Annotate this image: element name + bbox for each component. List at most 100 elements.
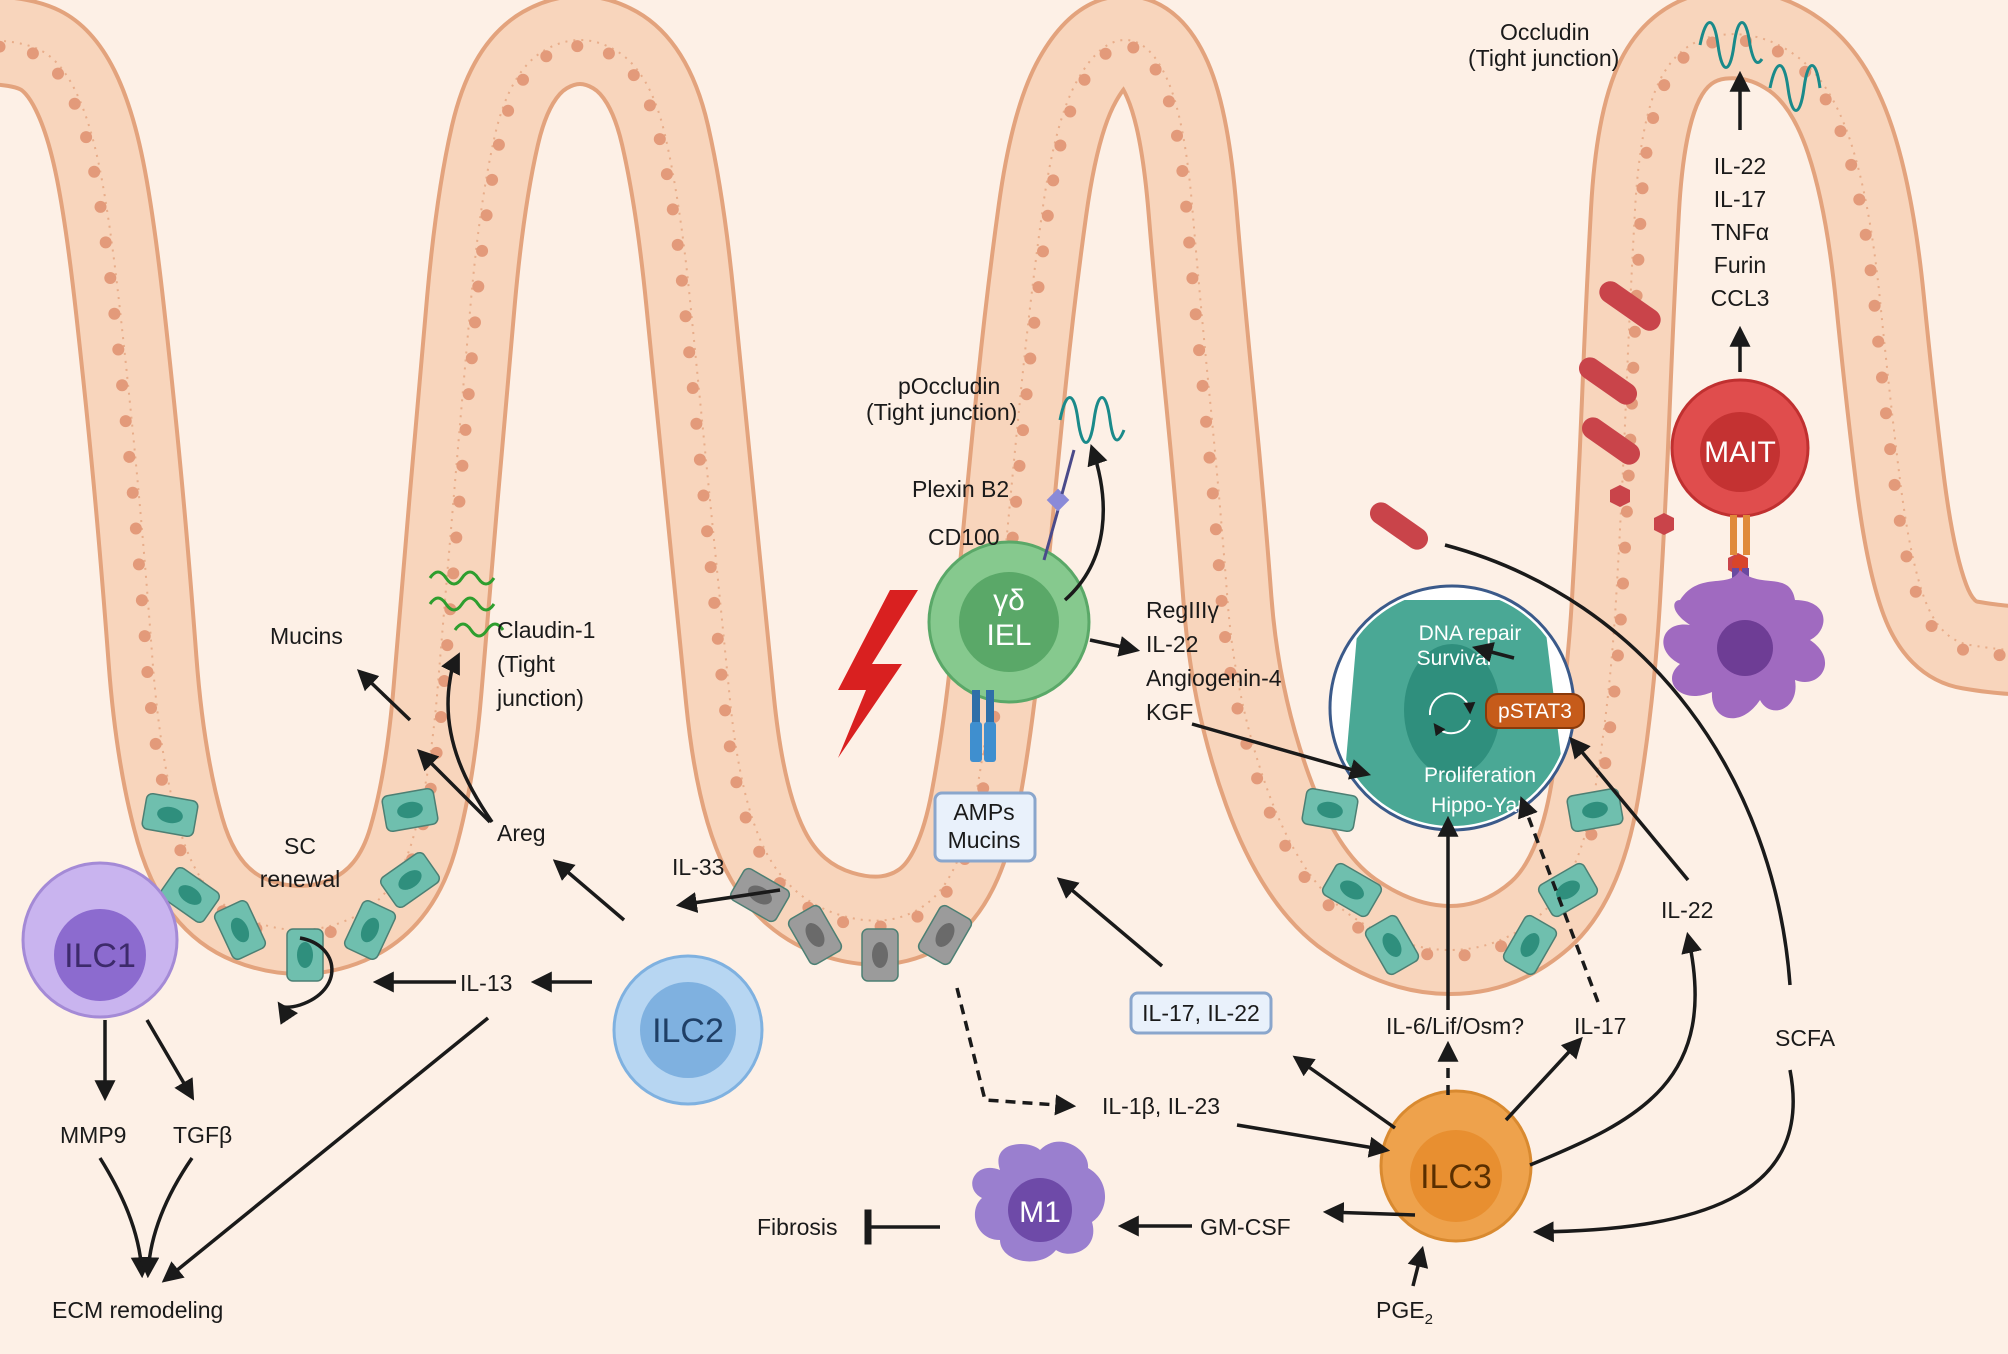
epithelial-nucleus: [660, 168, 673, 181]
epithelial-nucleus: [324, 926, 337, 938]
iel-cell: γδ IEL: [927, 540, 1091, 704]
crypt-cell-nucleus: [872, 942, 888, 968]
crypt-cell-nucleus: [398, 870, 422, 890]
epithelial-nucleus: [447, 567, 460, 580]
epithelial-nucleus: [1352, 921, 1365, 934]
epithelial-nucleus: [1819, 93, 1832, 106]
epithelial-nucleus: [1322, 899, 1335, 912]
epithelial-nucleus: [1859, 228, 1872, 241]
epithelial-nucleus: [1037, 245, 1049, 258]
il13-label: IL-13: [460, 970, 512, 996]
epithelial-nucleus: [690, 417, 703, 430]
epithelial-nucleus: [1176, 165, 1189, 177]
epithelial-nucleus: [708, 596, 721, 609]
epithelial-nucleus: [99, 236, 112, 249]
epithelial-nucleus: [675, 274, 688, 287]
epithelial-nucleus: [1047, 174, 1060, 187]
mait-cell: MAIT: [1670, 378, 1810, 518]
epithelial-nucleus: [704, 561, 717, 574]
crypt-cell-nucleus: [297, 942, 313, 968]
epithelial-nucleus: [1495, 940, 1508, 953]
squiggle-junction-icon: [1058, 21, 1822, 444]
ilc3-label: ILC3: [1420, 1158, 1492, 1196]
epithelial-nucleus: [1834, 125, 1847, 138]
arrows: [94, 70, 1795, 1287]
scfa-label: SCFA: [1775, 1025, 1836, 1051]
mait-cytokine-5: CCL3: [1711, 285, 1770, 311]
proliferation-label: Proliferation: [1424, 764, 1536, 787]
epithelial-nucleus: [135, 594, 148, 607]
epithelial-nucleus: [940, 885, 953, 898]
epithelial-nucleus: [1628, 325, 1641, 338]
epithelial-nucleus: [1585, 828, 1598, 841]
epithelial-nucleus: [1212, 559, 1225, 572]
gmcsf-label: GM-CSF: [1200, 1214, 1291, 1240]
epithelial-nucleus: [1611, 649, 1624, 662]
epithelial-nucleus: [1189, 308, 1202, 321]
epithelial-nucleus: [1634, 217, 1647, 230]
il1b-il23-label: IL-1β, IL-23: [1102, 1093, 1220, 1119]
epithelial-nucleus: [1864, 264, 1877, 277]
epithelial-nucleus: [1200, 415, 1213, 428]
epithelial-nucleus: [701, 525, 714, 538]
epithelial-nucleus: [1078, 73, 1091, 86]
poccludin-label-2: (Tight junction): [866, 399, 1017, 425]
dna-repair-label: DNA repair: [1419, 622, 1522, 645]
epithelial-nucleus: [1632, 253, 1645, 266]
occludin-label-2: (Tight junction): [1468, 45, 1619, 71]
epithelial-nucleus: [1032, 281, 1045, 294]
crypt-cell-nucleus: [178, 885, 202, 905]
crypt-cell-nucleus: [157, 806, 183, 824]
epithelial-nucleus: [1771, 45, 1784, 58]
epithelial-nucleus: [643, 99, 656, 112]
epithelial-nucleus: [126, 486, 139, 499]
epithelial-nucleus: [1298, 871, 1311, 883]
epithelial-nucleus: [138, 630, 151, 643]
crypt-cell-nucleus: [805, 923, 825, 947]
epithelial-nucleus: [149, 737, 162, 750]
epithelial-nucleus: [1196, 379, 1209, 392]
epithelial-nucleus: [1149, 63, 1162, 76]
epithelial-nucleus: [540, 50, 553, 63]
epithelial-nucleus: [1658, 79, 1671, 92]
epithelial-nucleus: [1888, 478, 1901, 491]
epithelial-nucleus: [1619, 541, 1631, 554]
kgf-label: KGF: [1146, 699, 1193, 725]
epithelial-nucleus: [1017, 424, 1029, 437]
pge2-label: PGE2: [1376, 1297, 1433, 1328]
angiogenin-label: Angiogenin-4: [1146, 665, 1282, 691]
epithelial-nucleus: [1622, 469, 1635, 482]
epithelial-nucleus: [94, 200, 107, 213]
il6-label: IL-6/Lif/Osm?: [1386, 1013, 1524, 1039]
epithelial-nucleus: [1884, 443, 1897, 456]
epithelial-nucleus: [1604, 721, 1617, 734]
mait-cytokine-1: IL-22: [1714, 153, 1766, 179]
epithelial-nucleus: [1020, 388, 1033, 401]
tgfb-label: TGFβ: [173, 1122, 232, 1148]
il17-il22-label: IL-17, IL-22: [1142, 1000, 1260, 1026]
mait-cytokine-4: Furin: [1714, 252, 1766, 278]
epithelial-nucleus: [1640, 146, 1653, 159]
il33-label: IL-33: [672, 854, 724, 880]
epithelial-nucleus: [1880, 407, 1892, 420]
epithelial-nucleus: [132, 558, 145, 571]
epithelial-nucleus: [683, 346, 696, 359]
crypt-cell-nucleus: [397, 801, 423, 819]
sc-renewal-label-1: SC: [284, 833, 316, 859]
epithelial-nucleus: [1013, 459, 1026, 472]
epithelial-nucleus: [1876, 371, 1888, 384]
epithelial-nucleus: [1893, 514, 1906, 527]
rod-bacteria-icon: [1369, 281, 1748, 575]
epithelial-nucleus: [469, 316, 481, 329]
epithelial-nucleus: [116, 379, 129, 392]
claudin-label-3: junction): [496, 685, 584, 711]
epithelial-nucleus: [108, 307, 121, 320]
epithelial-nucleus: [52, 67, 64, 80]
pstat3-badge: pSTAT3: [1485, 693, 1585, 729]
mait-label: MAIT: [1704, 436, 1776, 469]
receptor-icon: [970, 690, 996, 762]
epithelial-nucleus: [26, 47, 39, 60]
crypt-cell-nucleus: [1317, 801, 1343, 819]
epithelial-nucleus: [1209, 523, 1222, 536]
epithelial-nucleus: [438, 675, 451, 687]
